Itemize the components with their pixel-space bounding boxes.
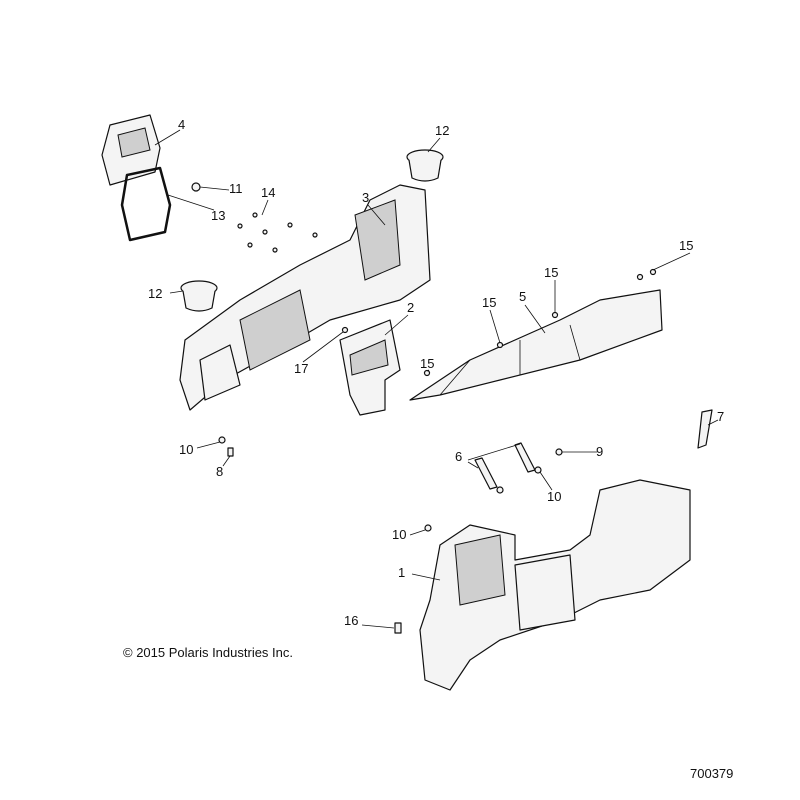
callout-5: 5 [519, 289, 527, 304]
callout-2: 2 [407, 300, 415, 315]
part-7-bracket [697, 409, 713, 449]
callout-10: 10 [392, 527, 407, 542]
callout-7: 7 [717, 409, 725, 424]
callout-4: 4 [178, 117, 186, 132]
callout-15: 15 [482, 295, 497, 310]
callout-12: 12 [435, 123, 450, 138]
part-1-lower-dash [419, 479, 691, 691]
callout-11: 11 [229, 181, 243, 196]
part-12-cup-top [406, 149, 444, 182]
callout-15: 15 [544, 265, 559, 280]
diagram-number: 700379 [690, 766, 734, 781]
callout-16: 16 [344, 613, 359, 628]
part-6-bracket-2 [514, 442, 536, 473]
callout-14: 14 [261, 185, 276, 200]
callout-13: 13 [211, 208, 226, 223]
callout-8: 8 [216, 464, 224, 479]
callout-10: 10 [179, 442, 194, 457]
callout-3: 3 [362, 190, 370, 205]
callout-12: 12 [148, 286, 163, 301]
callout-9: 9 [596, 444, 604, 459]
part-5-top-pad [409, 289, 663, 401]
callout-10: 10 [547, 489, 562, 504]
callout-15: 15 [420, 356, 435, 371]
callout-1: 1 [398, 565, 406, 580]
part-4-bezel [101, 114, 161, 186]
copyright-text: © 2015 Polaris Industries Inc. [123, 645, 293, 660]
part-6-bracket [474, 457, 498, 490]
part-3-upper-dash [179, 184, 431, 411]
part-12-cup-left [180, 280, 218, 312]
leader-lines [154, 129, 719, 629]
callout-15: 15 [679, 238, 694, 253]
callout-17: 17 [294, 361, 309, 376]
part-11-nut [191, 182, 201, 192]
part-2-duct [339, 319, 401, 416]
callout-6: 6 [455, 449, 463, 464]
part-13-seal [120, 166, 172, 242]
